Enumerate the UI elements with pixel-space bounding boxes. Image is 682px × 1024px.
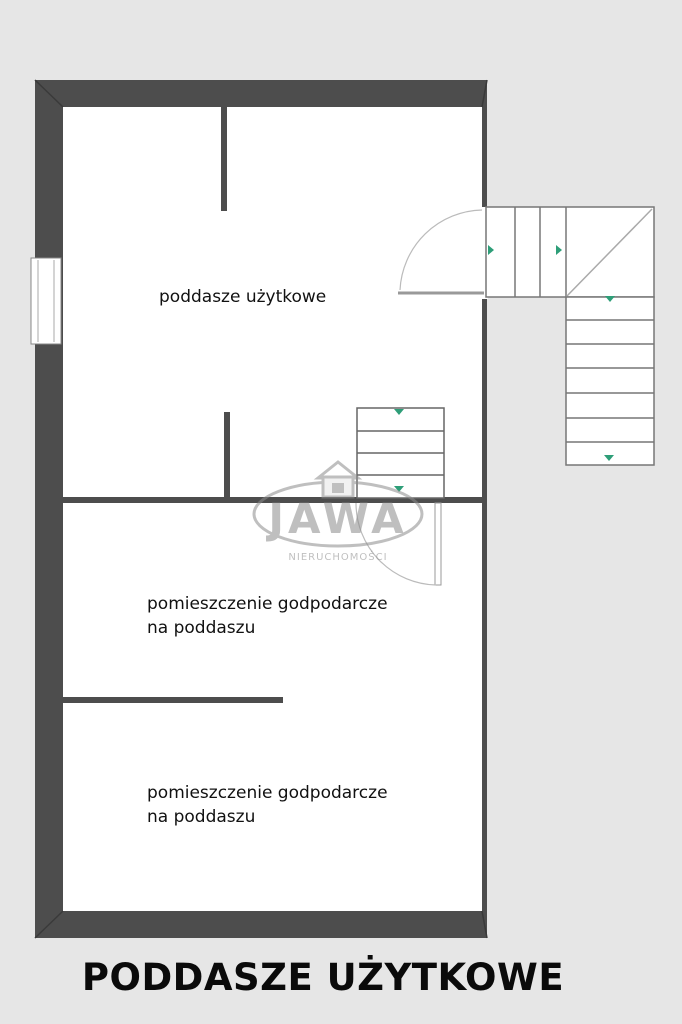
plan-title: PODDASZE UŻYTKOWE: [81, 956, 565, 999]
room-label-line: na poddaszu: [147, 618, 256, 638]
stair-arrow-icon: [394, 486, 404, 492]
door-swing: [398, 209, 484, 295]
room-label-line: poddasze użytkowe: [159, 287, 327, 307]
stair-arrow-icon: [556, 245, 562, 255]
window: [30, 257, 62, 345]
interior-staircase: [356, 407, 445, 499]
watermark: JAWA NIERUCHOMOŚCI: [248, 458, 428, 568]
interior-wall: [63, 497, 483, 503]
stair-arrow-icon: [605, 296, 615, 302]
room-label-utility-2: pomieszczenie godpodarcze na poddaszu: [147, 781, 388, 829]
watermark-brand: JAWA: [268, 494, 408, 543]
door-swing: [355, 502, 442, 586]
watermark-subtitle: NIERUCHOMOŚCI: [288, 552, 388, 563]
floor-area: [63, 107, 482, 911]
stair-arrow-icon: [488, 245, 494, 255]
interior-wall: [63, 697, 283, 703]
interior-wall: [224, 412, 230, 500]
stair-arrow-icon: [394, 409, 404, 415]
house-icon: [252, 460, 424, 548]
stair-arrow-icon: [604, 455, 614, 461]
exterior-staircase: [485, 206, 655, 466]
room-label-utility-1: pomieszczenie godpodarcze na poddaszu: [147, 592, 388, 640]
room-label-line: pomieszczenie godpodarcze: [147, 594, 388, 614]
room-label-line: pomieszczenie godpodarcze: [147, 783, 388, 803]
interior-wall: [221, 107, 227, 211]
room-label-line: na poddaszu: [147, 807, 256, 827]
room-label-attic: poddasze użytkowe: [159, 285, 326, 309]
